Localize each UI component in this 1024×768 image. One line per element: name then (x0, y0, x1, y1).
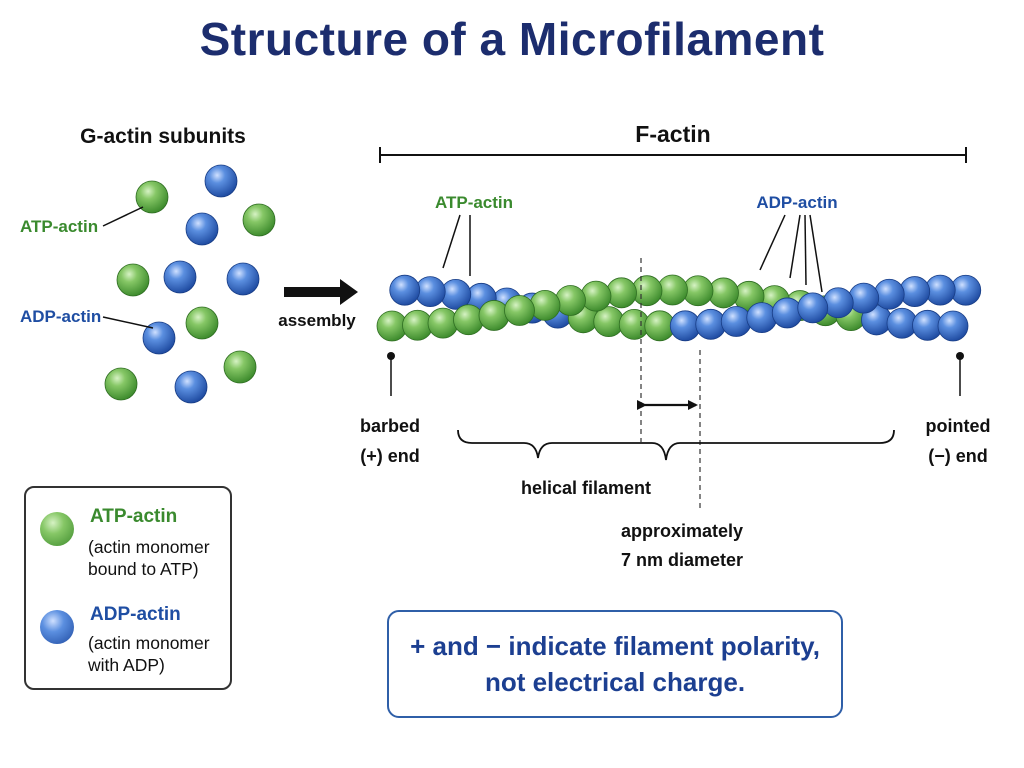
g-adp-leader (102, 316, 154, 329)
filament-adp-subunit (937, 310, 969, 342)
diameter-label-line1: approximately (621, 521, 743, 541)
barbed-end-line1: barbed (360, 416, 420, 436)
adp-actin-monomer (142, 321, 176, 355)
barbed-end-line2: (+) end (360, 446, 420, 466)
atp-actin-monomer (223, 350, 257, 384)
adp-actin-monomer (163, 260, 197, 294)
polarity-note-line1: + and − indicate filament polarity, (410, 631, 820, 661)
g-actin-heading: G-actin subunits (80, 125, 246, 148)
legend-adp-desc: (actin monomer with ADP) (88, 633, 210, 675)
f-atp-label: ATP-actin (435, 193, 513, 212)
pointed-end-line2: (−) end (928, 446, 988, 466)
free-monomers (104, 164, 276, 404)
atp-actin-monomer (242, 203, 276, 237)
actin-filament (376, 274, 982, 342)
atp-actin-monomer (135, 180, 169, 214)
g-adp-label: ADP-actin (20, 307, 101, 326)
assembly-arrow (284, 279, 358, 305)
adp-actin-ball-icon (40, 610, 74, 644)
barbed-end-marker (387, 352, 395, 396)
filament-atp-subunit (453, 304, 484, 336)
filament-adp-subunit (389, 274, 421, 306)
atp-actin-monomer (104, 367, 138, 401)
filament-adp-subunit (822, 287, 854, 319)
pointed-end-line1: pointed (926, 416, 991, 436)
legend-adp-name: ADP-actin (90, 604, 181, 625)
filament-adp-subunit (797, 292, 829, 324)
diameter-label-line2: 7 nm diameter (621, 550, 743, 570)
f-adp-leaders (759, 214, 823, 293)
filament-atp-subunit (580, 280, 612, 312)
filament-adp-subunit (746, 302, 778, 334)
filament-atp-subunit (555, 285, 586, 316)
pointed-end-marker (956, 352, 964, 396)
g-atp-label: ATP-actin (20, 217, 98, 236)
helical-brace (457, 429, 895, 461)
atp-actin-monomer (185, 306, 219, 340)
assembly-label: assembly (278, 311, 356, 330)
legend-atp-name: ATP-actin (90, 506, 178, 527)
adp-actin-monomer (185, 212, 219, 246)
adp-actin-monomer (226, 262, 260, 296)
filament-adp-subunit (848, 282, 880, 314)
atp-actin-monomer (116, 263, 150, 297)
f-adp-label: ADP-actin (756, 193, 837, 212)
filament-atp-subunit (529, 289, 561, 321)
f-actin-heading: F-actin (635, 121, 710, 147)
adp-actin-monomer (174, 370, 208, 404)
helical-filament-label: helical filament (521, 478, 651, 498)
filament-adp-subunit (873, 278, 905, 310)
polarity-note-line2: not electrical charge. (484, 667, 746, 697)
filament-adp-subunit (720, 306, 752, 337)
page-title: Structure of a Microfilament (199, 13, 825, 65)
filament-atp-subunit (504, 295, 535, 326)
atp-actin-ball-icon (40, 512, 74, 546)
legend-atp-desc: (actin monomer bound to ATP) (88, 537, 210, 579)
polarity-note-box: + and − indicate filament polarity, not … (387, 610, 843, 718)
filament-adp-subunit (771, 297, 803, 329)
f-atp-leaders (442, 214, 471, 276)
g-atp-leader (102, 206, 144, 227)
f-actin-span-bracket (379, 147, 967, 163)
filament-atp-subunit (478, 300, 510, 331)
adp-actin-monomer (204, 164, 238, 198)
legend-box: ATP-actin (actin monomer bound to ATP) A… (24, 486, 232, 690)
